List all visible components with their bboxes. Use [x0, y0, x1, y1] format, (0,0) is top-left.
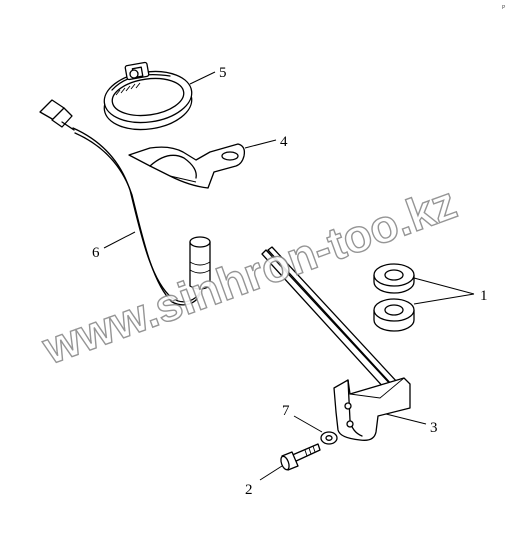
sensor-wire-part [39, 99, 201, 306]
callout-2: 2 [245, 482, 253, 498]
callout-5: 5 [219, 65, 227, 81]
bolt-part [280, 443, 321, 471]
callout-labels: 1 2 3 4 5 6 7 [92, 65, 488, 498]
callout-7: 7 [282, 403, 290, 419]
washer-part [320, 431, 338, 445]
callout-1: 1 [480, 288, 488, 304]
leader-lines [103, 71, 475, 481]
callout-4: 4 [280, 134, 288, 150]
strap-bracket-part [128, 143, 246, 189]
corner-mark: P [502, 5, 506, 11]
sensor-pin [189, 236, 211, 290]
grommet-part [373, 263, 415, 332]
callout-6: 6 [92, 245, 100, 261]
rod-bracket-part [261, 246, 411, 441]
callout-3: 3 [430, 420, 438, 436]
hose-clamp-part [103, 61, 193, 131]
